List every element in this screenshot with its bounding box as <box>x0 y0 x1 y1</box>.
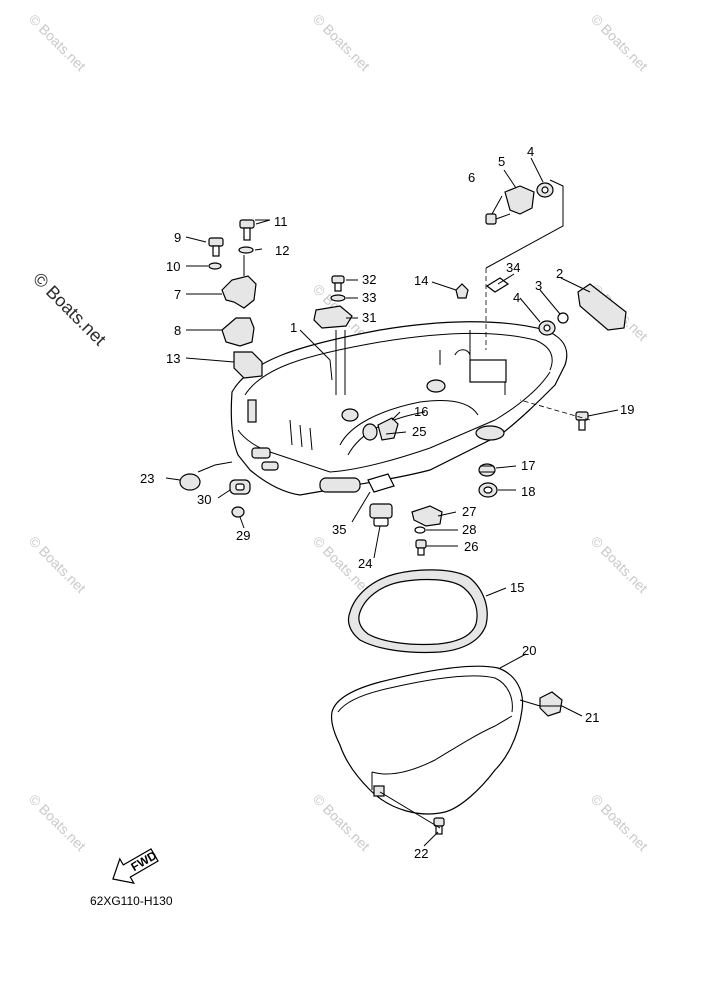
part-bolt-11[interactable] <box>239 219 255 241</box>
callout-21[interactable]: 21 <box>585 710 599 725</box>
part-screw-19[interactable] <box>575 411 589 431</box>
diagram-code: 62XG110-H130 <box>90 894 173 908</box>
part-lever-5[interactable] <box>504 185 535 215</box>
part-collar-18[interactable] <box>478 482 498 498</box>
callout-34[interactable]: 34 <box>506 260 520 275</box>
callout-8[interactable]: 8 <box>174 323 181 338</box>
callout-22[interactable]: 22 <box>414 846 428 861</box>
part-cap-23[interactable] <box>179 461 233 491</box>
part-label-35[interactable] <box>367 473 395 493</box>
part-seal-15[interactable] <box>347 569 488 654</box>
part-grommet-4-top[interactable] <box>536 182 554 198</box>
callout-32[interactable]: 32 <box>362 272 376 287</box>
part-bolt-9[interactable] <box>208 237 224 257</box>
part-grommet-4[interactable] <box>538 320 556 336</box>
callout-12[interactable]: 12 <box>275 243 289 258</box>
part-clip-16[interactable] <box>377 417 399 441</box>
part-grommet-17[interactable] <box>478 463 496 477</box>
callout-18[interactable]: 18 <box>521 484 535 499</box>
part-block-13[interactable] <box>233 351 263 379</box>
callout-1[interactable]: 1 <box>290 320 297 335</box>
part-washer-33[interactable] <box>330 294 346 302</box>
part-clip-21[interactable] <box>539 691 563 717</box>
callout-labels: 1 2 3 4 4 5 6 7 8 9 10 11 12 13 14 15 16… <box>140 144 634 861</box>
part-bracket-7[interactable] <box>221 275 257 309</box>
callout-30[interactable]: 30 <box>197 492 211 507</box>
part-washer-3[interactable] <box>557 312 569 324</box>
fwd-arrow: FWD <box>112 848 160 884</box>
callout-29[interactable]: 29 <box>236 528 250 543</box>
watermark: © Boats.net <box>310 11 373 74</box>
fwd-label: FWD <box>129 848 160 874</box>
watermark: © Boats.net <box>26 791 89 854</box>
part-clip-8[interactable] <box>221 317 255 347</box>
part-grommet-25[interactable] <box>362 423 378 441</box>
callout-5[interactable]: 5 <box>498 154 505 169</box>
callout-16[interactable]: 16 <box>414 404 428 419</box>
callout-4[interactable]: 4 <box>527 144 534 159</box>
bottom-cowling[interactable] <box>230 321 568 496</box>
part-washer-10[interactable] <box>208 262 222 270</box>
leader-lines <box>165 157 619 847</box>
part-bolt-32[interactable] <box>331 275 345 292</box>
callout-9[interactable]: 9 <box>174 230 181 245</box>
callout-24[interactable]: 24 <box>358 556 372 571</box>
callout-31[interactable]: 31 <box>362 310 376 325</box>
callout-7[interactable]: 7 <box>174 287 181 302</box>
callout-28[interactable]: 28 <box>462 522 476 537</box>
callout-2[interactable]: 2 <box>556 266 563 281</box>
part-bushing-29[interactable] <box>231 506 245 518</box>
callout-17[interactable]: 17 <box>521 458 535 473</box>
part-bracket-27[interactable] <box>411 505 443 527</box>
part-washer-12[interactable] <box>238 246 254 254</box>
callout-33[interactable]: 33 <box>362 290 376 305</box>
part-screw-26[interactable] <box>415 539 427 556</box>
part-pan-20[interactable] <box>330 665 524 815</box>
callout-13[interactable]: 13 <box>166 351 180 366</box>
part-washer-28[interactable] <box>414 526 426 534</box>
part-screw-6[interactable] <box>485 213 511 225</box>
callout-4[interactable]: 4 <box>513 290 520 305</box>
watermark: © Boats.net <box>310 791 373 854</box>
part-grommet-30[interactable] <box>229 479 251 495</box>
callout-14[interactable]: 14 <box>414 273 428 288</box>
callout-25[interactable]: 25 <box>412 424 426 439</box>
watermark: © Boats.net <box>26 533 89 596</box>
part-screw-22[interactable] <box>433 817 445 835</box>
callout-15[interactable]: 15 <box>510 580 524 595</box>
callout-19[interactable]: 19 <box>620 402 634 417</box>
callout-35[interactable]: 35 <box>332 522 346 537</box>
part-clip-14[interactable] <box>455 283 469 299</box>
callout-3[interactable]: 3 <box>535 278 542 293</box>
callout-6[interactable]: 6 <box>468 170 475 185</box>
callout-27[interactable]: 27 <box>462 504 476 519</box>
part-drain-24[interactable] <box>369 503 393 527</box>
watermark: © Boats.net <box>26 11 89 74</box>
watermark-prominent: © Boats.net <box>29 269 110 350</box>
callout-10[interactable]: 10 <box>166 259 180 274</box>
watermark: © Boats.net <box>588 533 651 596</box>
watermark: © Boats.net <box>588 11 651 74</box>
watermark: © Boats.net <box>588 791 651 854</box>
callout-23[interactable]: 23 <box>140 471 154 486</box>
callout-26[interactable]: 26 <box>464 539 478 554</box>
part-lever-2[interactable] <box>577 283 627 331</box>
callout-11[interactable]: 11 <box>274 214 288 229</box>
callout-20[interactable]: 20 <box>522 643 536 658</box>
part-handle-31[interactable] <box>313 305 353 329</box>
